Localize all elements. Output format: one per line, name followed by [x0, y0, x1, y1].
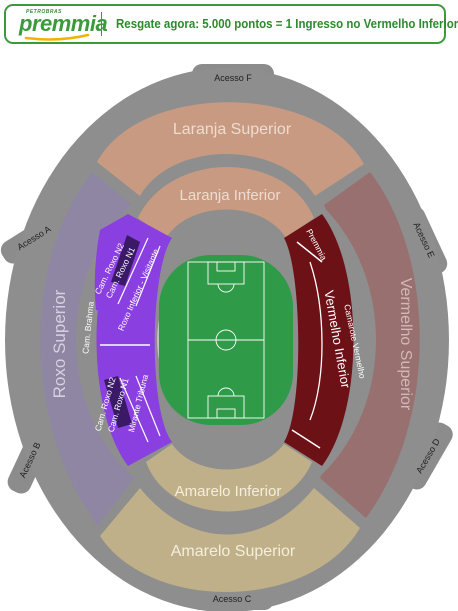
- laranja-inferior-label: Laranja Inferior: [180, 187, 281, 204]
- amarelo-superior-label: Amarelo Superior: [171, 543, 296, 560]
- amarelo-inferior-label: Amarelo Inferior: [175, 483, 282, 500]
- sector-vermelho-inferior[interactable]: [284, 214, 354, 466]
- roxo-inferior-block: [94, 214, 172, 466]
- sector-laranja-superior[interactable]: [97, 102, 364, 196]
- banner-divider: [101, 12, 102, 36]
- sector-amarelo-superior[interactable]: [100, 488, 360, 593]
- vermelho-superior-label: Vermelho Superior: [397, 278, 414, 411]
- premmia-logo: premmia: [19, 11, 108, 36]
- logo-swoosh-icon: [24, 33, 90, 41]
- gate-f-label: Acesso F: [214, 73, 252, 83]
- promo-banner: PETROBRAS premmia Resgate agora: 5.000 p…: [4, 4, 458, 44]
- sector-laranja-inferior[interactable]: [138, 167, 314, 238]
- promo-message: Resgate agora: 5.000 pontos = 1 Ingresso…: [116, 17, 458, 31]
- petrobras-label: PETROBRAS: [26, 9, 62, 15]
- sector-amarelo-inferior[interactable]: [146, 444, 312, 512]
- gate-c-label: Acesso C: [213, 594, 252, 604]
- vermelho-inferior-block: [284, 214, 354, 466]
- pitch-lines: [187, 261, 265, 419]
- laranja-superior-label: Laranja Superior: [173, 121, 292, 138]
- cam-roxo-n1-bottom-box[interactable]: [104, 376, 132, 428]
- roxo-superior-label: Roxo Superior: [50, 289, 69, 398]
- cam-roxo-n1-top-box[interactable]: [111, 235, 140, 286]
